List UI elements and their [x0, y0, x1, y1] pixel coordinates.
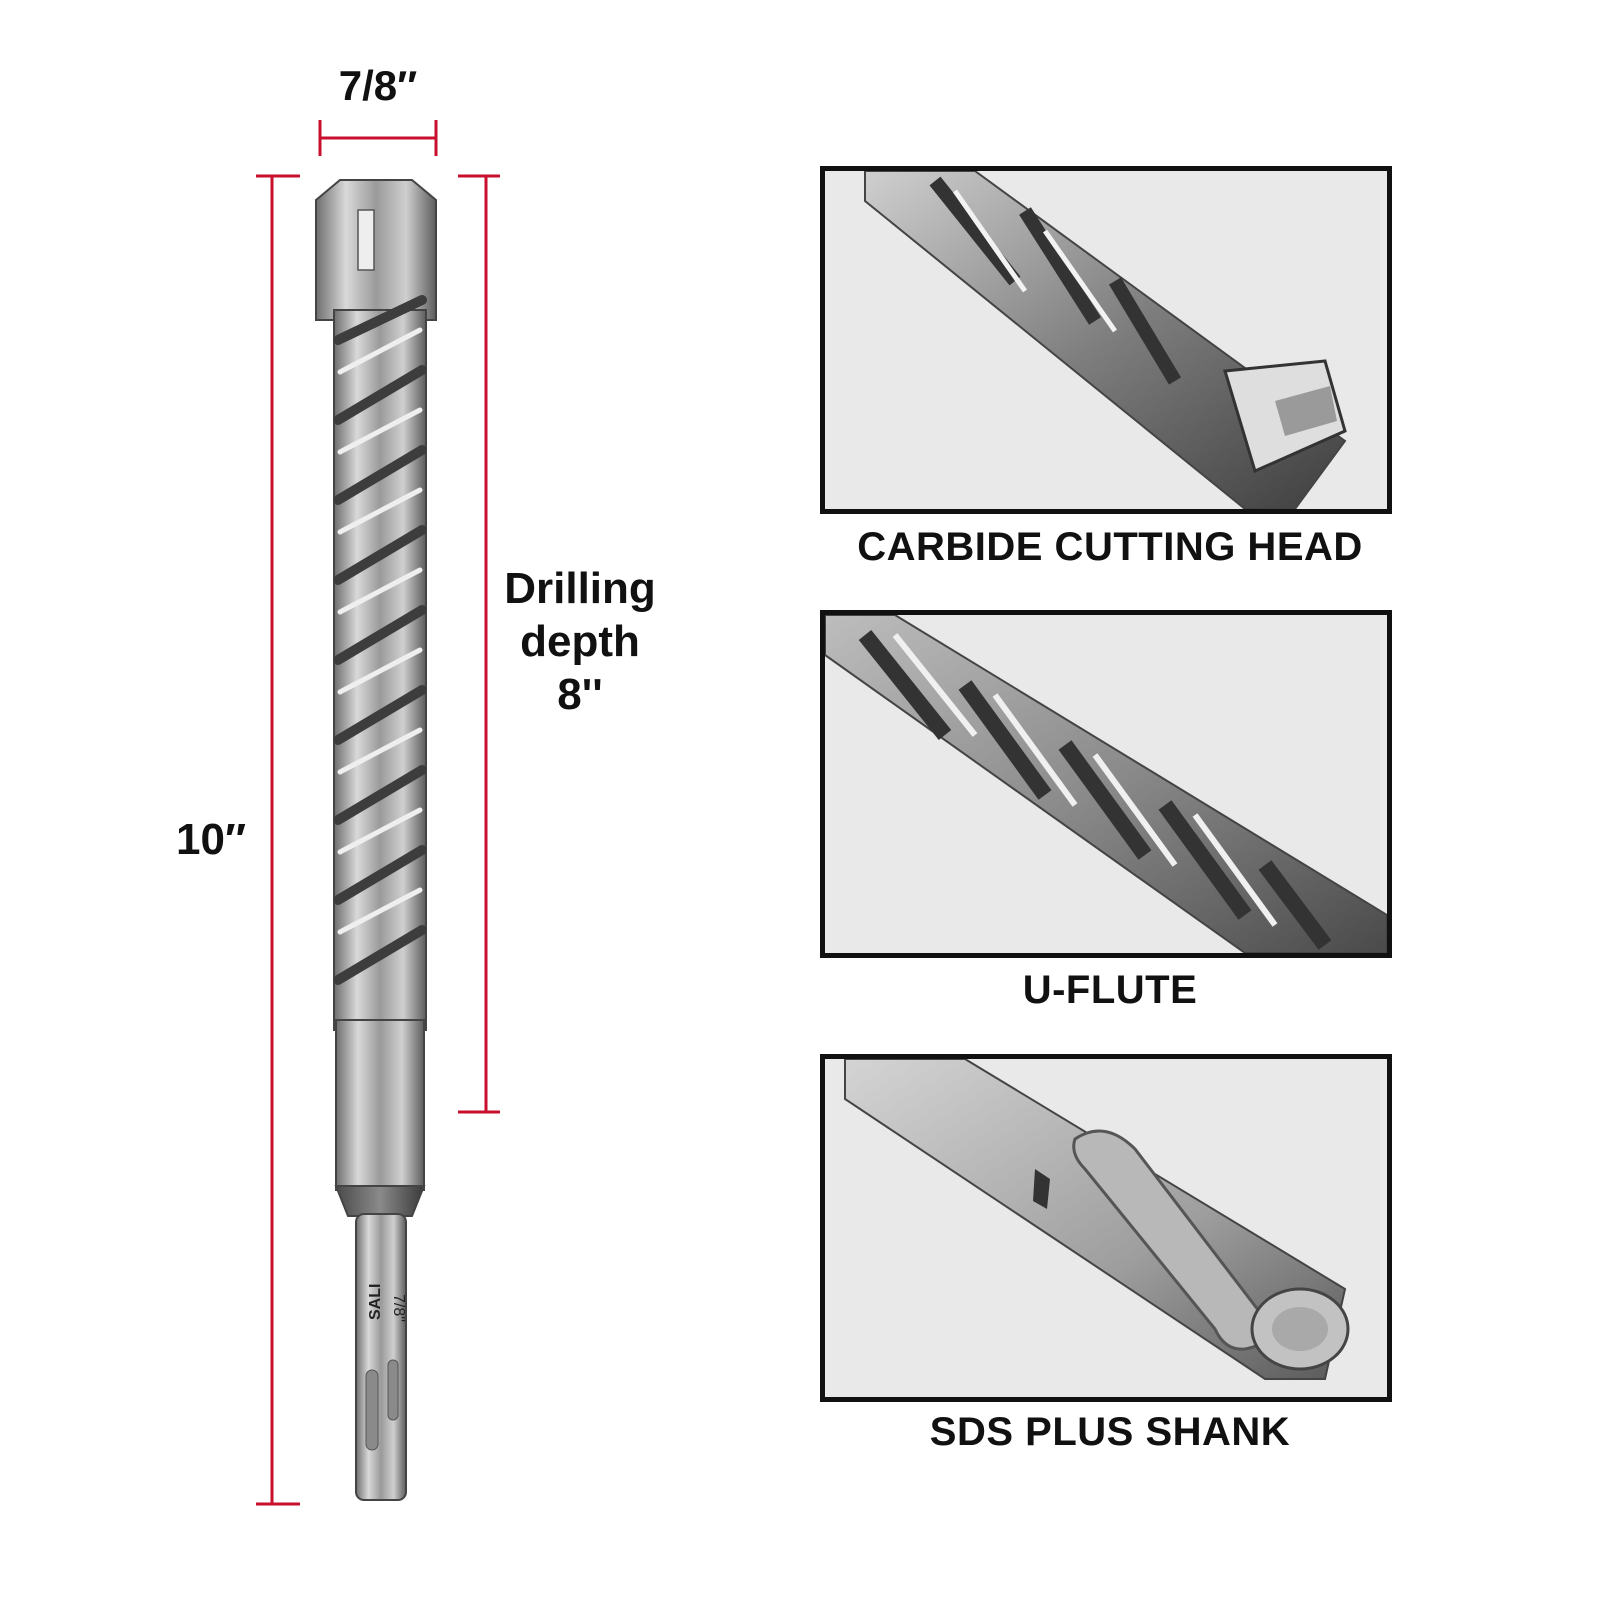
u-flute-panel	[820, 610, 1392, 958]
width-dimension-line	[318, 120, 438, 156]
length-label: 10″	[176, 815, 247, 864]
shank-brand-text: SALI	[367, 1284, 384, 1320]
drilling-depth-line1: Drilling	[504, 564, 656, 613]
shank-size-text: 7/8"	[390, 1294, 407, 1322]
length-dimension-line	[256, 174, 300, 1506]
carbide-head-closeup-image	[864, 171, 1347, 509]
drilling-depth-value: 8''	[557, 670, 603, 719]
carbide-head-panel	[820, 166, 1392, 514]
shank-slot-1	[365, 1369, 379, 1451]
u-flute-closeup-image	[825, 615, 1387, 953]
shank-groove	[1072, 1129, 1269, 1351]
carbide-head-caption: CARBIDE CUTTING HEAD	[857, 525, 1363, 569]
depth-dimension-line	[458, 174, 500, 1114]
sds-shank-closeup-image	[844, 1059, 1350, 1380]
u-flute-caption: U-FLUTE	[1022, 968, 1198, 1012]
shank	[355, 1213, 407, 1501]
drilling-depth-line2: depth	[520, 617, 640, 666]
carbide-head	[315, 179, 437, 321]
flute-spirals	[333, 295, 427, 985]
body-taper	[334, 1185, 426, 1217]
drill-bit: SALI 7/8"	[315, 179, 437, 1501]
shank-slot-2	[387, 1359, 399, 1421]
drilling-depth-label: Drilling depth 8''	[490, 562, 670, 721]
drill-bit-figure: SALI 7/8"	[256, 120, 500, 1506]
sds-shank-panel	[820, 1054, 1392, 1402]
smooth-body	[335, 1019, 425, 1191]
sds-shank-caption: SDS PLUS SHANK	[929, 1410, 1291, 1454]
width-label: 7/8″	[338, 62, 418, 109]
